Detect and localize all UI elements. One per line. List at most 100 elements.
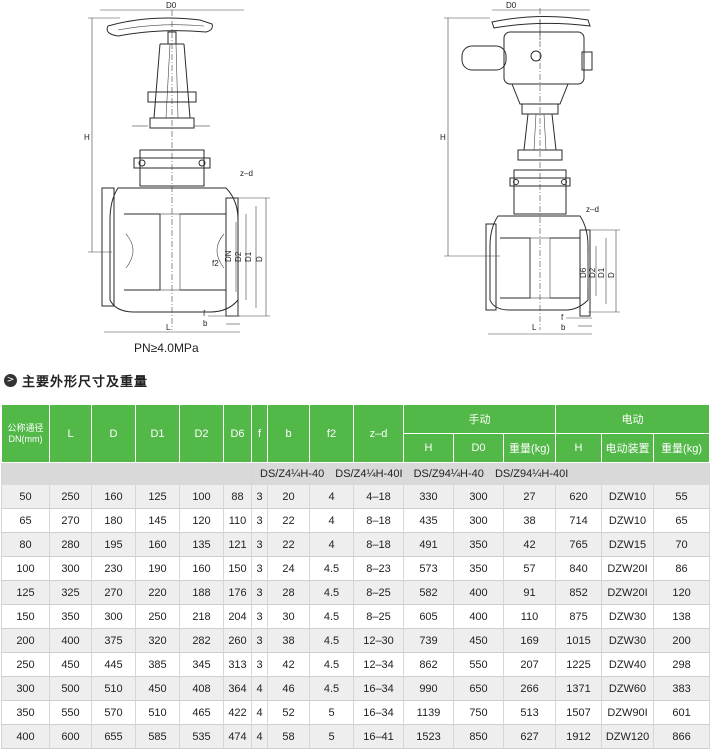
cell-d1: 125	[135, 485, 180, 509]
cell-f: 3	[251, 604, 268, 629]
cell-d6: 422	[223, 700, 252, 725]
cell-d: 375	[91, 628, 136, 653]
cell-zd: 16–34	[353, 676, 404, 701]
cell-f: 3	[251, 580, 268, 605]
cell-manual-h: 605	[403, 604, 454, 629]
cell-l: 270	[49, 508, 92, 533]
cell-elec-device: DZW20I	[601, 580, 655, 605]
cell-manual-h: 330	[403, 485, 454, 509]
cell-elec-weight: 55	[653, 485, 710, 509]
cell-dn: 400	[1, 724, 50, 749]
electric-valve-drawing	[444, 8, 620, 335]
table-header: 公称通径DN(mm) L D D1 D2 D6 f b f2 z–d 手动 电动…	[1, 404, 710, 463]
cell-l: 450	[49, 652, 92, 677]
cell-l: 280	[49, 532, 92, 557]
left-l-label: L	[166, 323, 171, 332]
cell-elec-h: 1912	[555, 724, 603, 749]
cell-d: 655	[91, 724, 136, 749]
cell-f2: 5	[309, 724, 354, 749]
cell-elec-device: DZW30	[601, 604, 655, 629]
cell-dn: 250	[1, 652, 50, 677]
model-band: DS/Z4¼H-40 DS/Z4¼H-40I DS/Z94¼H-40 DS/Z9…	[1, 462, 710, 485]
cell-f: 3	[251, 508, 268, 533]
cell-manual-d0: 850	[453, 724, 504, 749]
left-b-label: b	[203, 319, 208, 328]
dimensions-weight-table: 公称通径DN(mm) L D D1 D2 D6 f b f2 z–d 手动 电动…	[1, 404, 710, 749]
cell-dn: 300	[1, 676, 50, 701]
technical-drawings: D0 H z–d DN D2 D1 D f2 f b L PN≥4.0MPa	[0, 0, 710, 360]
cell-d6: 204	[223, 604, 252, 629]
cell-d: 160	[91, 485, 136, 509]
cell-l: 550	[49, 700, 92, 725]
cell-elec-device: DZW20I	[601, 556, 655, 581]
left-f-label: f	[203, 309, 206, 318]
left-d2-label: D2	[234, 251, 243, 262]
cell-d: 230	[91, 556, 136, 581]
section-title: 主要外形尺寸及重量	[22, 374, 149, 390]
cell-b: 24	[267, 556, 310, 581]
cell-b: 30	[267, 604, 310, 629]
section-heading: > 主要外形尺寸及重量	[4, 370, 148, 390]
cell-f: 4	[251, 700, 268, 725]
model-list: DS/Z4¼H-40 DS/Z4¼H-40I DS/Z94¼H-40 DS/Z9…	[250, 462, 710, 485]
cell-dn: 80	[1, 532, 50, 557]
cell-manual-h: 435	[403, 508, 454, 533]
cell-d: 570	[91, 700, 136, 725]
cell-elec-weight: 86	[653, 556, 710, 581]
model-1: DS/Z4¼H-40	[260, 468, 325, 480]
cell-elec-device: DZW120	[601, 724, 655, 749]
cell-d1: 320	[135, 628, 180, 653]
cell-manual-h: 582	[403, 580, 454, 605]
cell-manual-h: 491	[403, 532, 454, 557]
cell-d1: 510	[135, 700, 180, 725]
cell-d6: 110	[223, 508, 252, 533]
cell-d2: 135	[179, 532, 224, 557]
cell-b: 28	[267, 580, 310, 605]
cell-manual-h: 862	[403, 652, 454, 677]
cell-l: 300	[49, 556, 92, 581]
header-f: f	[251, 404, 268, 463]
cell-zd: 12–34	[353, 652, 404, 677]
cell-b: 20	[267, 485, 310, 509]
cell-manual-d0: 450	[453, 628, 504, 653]
header-zd: z–d	[353, 404, 404, 463]
cell-d2: 408	[179, 676, 224, 701]
header-manual-h: H	[403, 433, 454, 463]
cell-f2: 4.5	[309, 604, 354, 629]
cell-zd: 8–23	[353, 556, 404, 581]
cell-manual-weight: 627	[502, 724, 557, 749]
cell-manual-weight: 207	[502, 652, 557, 677]
cell-elec-weight: 298	[653, 652, 710, 677]
model-3: DS/Z94¼H-40	[413, 468, 484, 480]
cell-f2: 4.5	[309, 580, 354, 605]
header-f2: f2	[309, 404, 354, 463]
cell-b: 38	[267, 628, 310, 653]
cell-manual-weight: 91	[502, 580, 557, 605]
cell-f2: 4	[309, 508, 354, 533]
cell-elec-weight: 200	[653, 628, 710, 653]
cell-zd: 16–34	[353, 700, 404, 725]
cell-elec-device: DZW60	[601, 676, 655, 701]
right-d-label: D	[607, 272, 616, 278]
cell-l: 325	[49, 580, 92, 605]
header-electric: 电动	[555, 404, 710, 434]
cell-manual-weight: 27	[502, 485, 557, 509]
cell-zd: 16–41	[353, 724, 404, 749]
cell-manual-h: 573	[403, 556, 454, 581]
cell-manual-weight: 513	[502, 700, 557, 725]
cell-manual-weight: 42	[502, 532, 557, 557]
cell-d1: 585	[135, 724, 180, 749]
cell-d2: 218	[179, 604, 224, 629]
cell-d1: 145	[135, 508, 180, 533]
cell-f: 3	[251, 485, 268, 509]
left-h-label: H	[84, 133, 90, 142]
right-d2-label: D2	[588, 267, 597, 278]
cell-dn: 350	[1, 700, 50, 725]
cell-d2: 120	[179, 508, 224, 533]
